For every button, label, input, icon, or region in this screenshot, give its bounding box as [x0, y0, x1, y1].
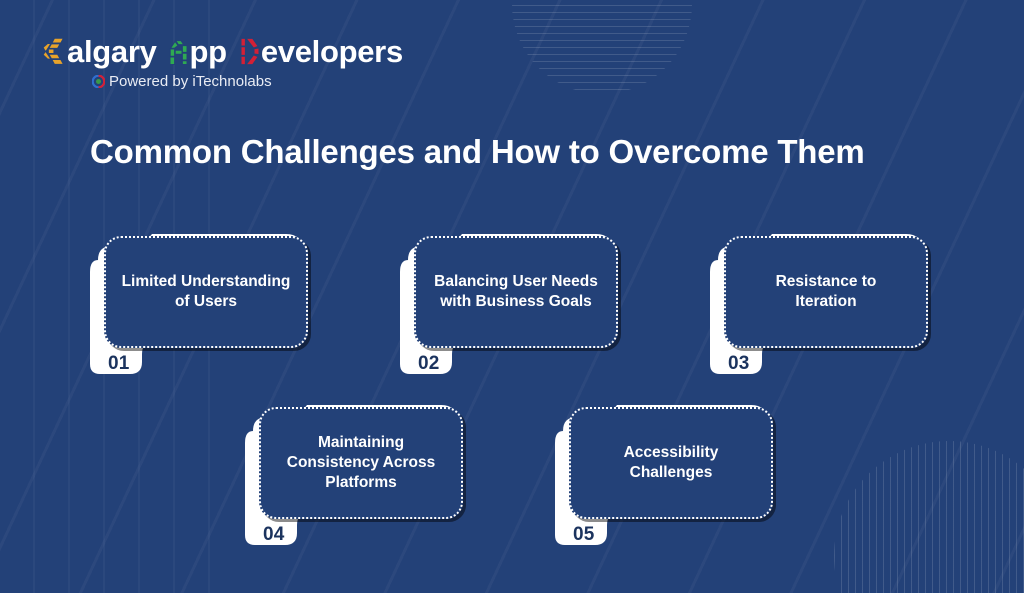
- card-number: 05: [573, 524, 595, 545]
- card-body: Resistance to Iteration: [724, 236, 928, 348]
- card-number: 01: [108, 353, 130, 374]
- card-number: 04: [263, 524, 285, 545]
- brand-name-line: algary pp: [42, 36, 403, 67]
- brand-logo: algary pp: [42, 36, 403, 90]
- card-body: Limited Understanding of Users: [104, 236, 308, 348]
- brand-letter-a: [168, 37, 190, 66]
- card-text: Maintaining Consistency Across Platforms: [286, 434, 436, 491]
- card-body: Maintaining Consistency Across Platforms: [259, 407, 463, 519]
- challenge-card-04[interactable]: Maintaining Consistency Across Platforms…: [245, 393, 477, 545]
- hexagon-c-icon: [42, 37, 66, 66]
- card-number: 02: [418, 353, 440, 374]
- brand-tagline: Powered by iTechnolabs: [91, 73, 403, 90]
- tagline-text: Powered by iTechnolabs: [109, 73, 272, 90]
- brand-name-app: pp: [189, 34, 228, 69]
- challenge-card-03[interactable]: Resistance to Iteration 03: [710, 222, 942, 374]
- brand-name-calgary: algary: [67, 34, 157, 69]
- card-body: Accessibility Challenges: [569, 407, 773, 519]
- challenge-card-05[interactable]: Accessibility Challenges 05: [555, 393, 787, 545]
- brand-letter-d: [239, 37, 261, 66]
- brand-name-developers: evelopers: [260, 34, 403, 69]
- card-body: Balancing User Needs with Business Goals: [414, 236, 618, 348]
- card-text: Resistance to Iteration: [775, 273, 877, 310]
- card-text: Limited Understanding of Users: [121, 273, 291, 310]
- page-title: Common Challenges and How to Overcome Th…: [90, 133, 865, 170]
- card-text: Balancing User Needs with Business Goals: [434, 273, 598, 310]
- challenge-card-01[interactable]: Limited Understanding of Users 01: [90, 222, 322, 374]
- card-text: Accessibility Challenges: [623, 444, 719, 481]
- card-number: 03: [728, 353, 750, 374]
- itechnolabs-circle-icon: [91, 74, 106, 89]
- challenge-card-02[interactable]: Balancing User Needs with Business Goals…: [400, 222, 632, 374]
